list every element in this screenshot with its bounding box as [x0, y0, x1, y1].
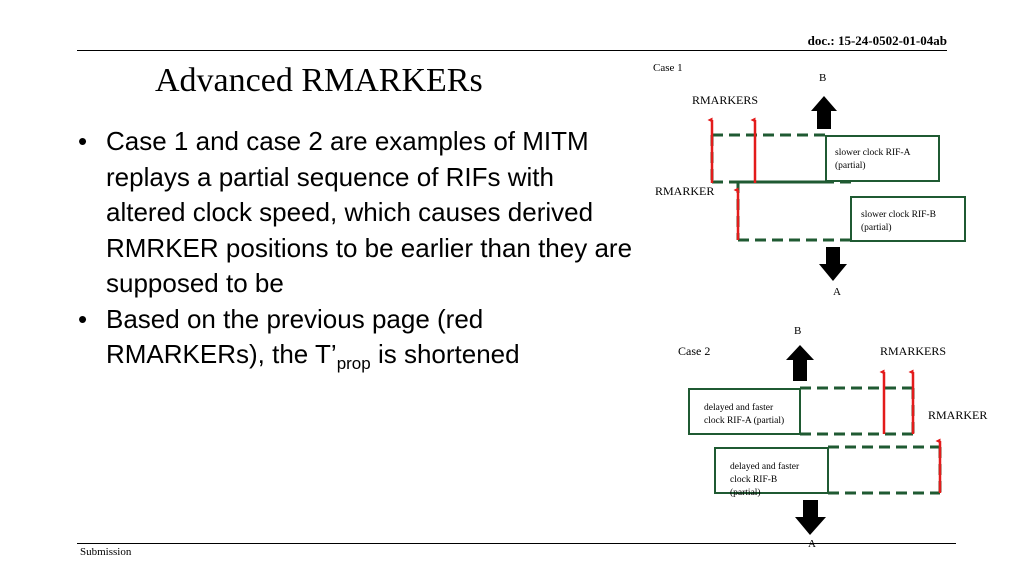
case1-box-rif-a	[825, 135, 940, 182]
case2-box-b-line2: clock RIF-B	[730, 475, 777, 485]
case1-arrow-up-icon	[811, 96, 837, 129]
case2-label: Case 2	[678, 344, 710, 358]
case2-diagram: B Case 2 RMARKERS RMARKER A delayed and …	[678, 325, 987, 550]
case2-red-markers	[879, 369, 942, 493]
case2-arrow-down-icon	[795, 500, 826, 535]
bullet-text-before: Based on the previous page (red RMARKERs…	[106, 303, 484, 370]
case1-box-a-line2: (partial)	[835, 160, 866, 171]
bullet-list: Case 1 and case 2 are examples of MITM r…	[74, 124, 634, 373]
case1-node-b: B	[819, 72, 826, 84]
case1-red-markers	[707, 117, 757, 240]
case2-box-rif-a	[688, 388, 801, 435]
case1-diagram: Case 1 B RMARKERS RMARKER A slower clock…	[653, 62, 966, 298]
bullet-text-after: is shortened	[370, 339, 520, 369]
case2-arrow-up-icon	[786, 345, 814, 381]
header-rule	[77, 50, 947, 51]
case2-box-b-line1: delayed and faster	[730, 461, 800, 472]
case1-node-a: A	[833, 286, 841, 298]
case2-box-a-line2: clock RIF-A (partial)	[704, 415, 784, 426]
case1-label: Case 1	[653, 62, 683, 74]
bullet-item: Based on the previous page (red RMARKERs…	[74, 302, 634, 373]
bullet-text: Case 1 and case 2 are examples of MITM r…	[106, 126, 633, 298]
bullet-item: Case 1 and case 2 are examples of MITM r…	[74, 124, 634, 302]
case1-box-a-line1: slower clock RIF-A	[835, 148, 911, 158]
case1-box-rif-b	[850, 196, 966, 242]
slide-title: Advanced RMARKERs	[155, 62, 483, 99]
case1-rmarker-label: RMARKER	[655, 184, 714, 198]
case2-box-rif-b	[714, 447, 829, 494]
case1-box-b-line2: (partial)	[861, 222, 892, 233]
case2-rmarker-label: RMARKER	[928, 408, 987, 422]
case1-rmarkers-label: RMARKERS	[692, 93, 758, 107]
case2-node-b: B	[794, 325, 801, 337]
case1-arrow-down-icon	[819, 247, 847, 281]
document-id: doc.: 15-24-0502-01-04ab	[807, 33, 947, 48]
case1-box-b-line1: slower clock RIF-B	[861, 210, 936, 220]
case2-node-a: A	[808, 538, 816, 550]
bullet-subscript: prop	[336, 354, 371, 373]
footer-label: Submission	[80, 546, 132, 558]
case2-box-b-line3: (partial)	[730, 487, 761, 498]
footer-rule	[77, 543, 956, 544]
case2-rmarkers-label: RMARKERS	[880, 344, 946, 358]
case2-box-a-line1: delayed and faster	[704, 402, 774, 413]
